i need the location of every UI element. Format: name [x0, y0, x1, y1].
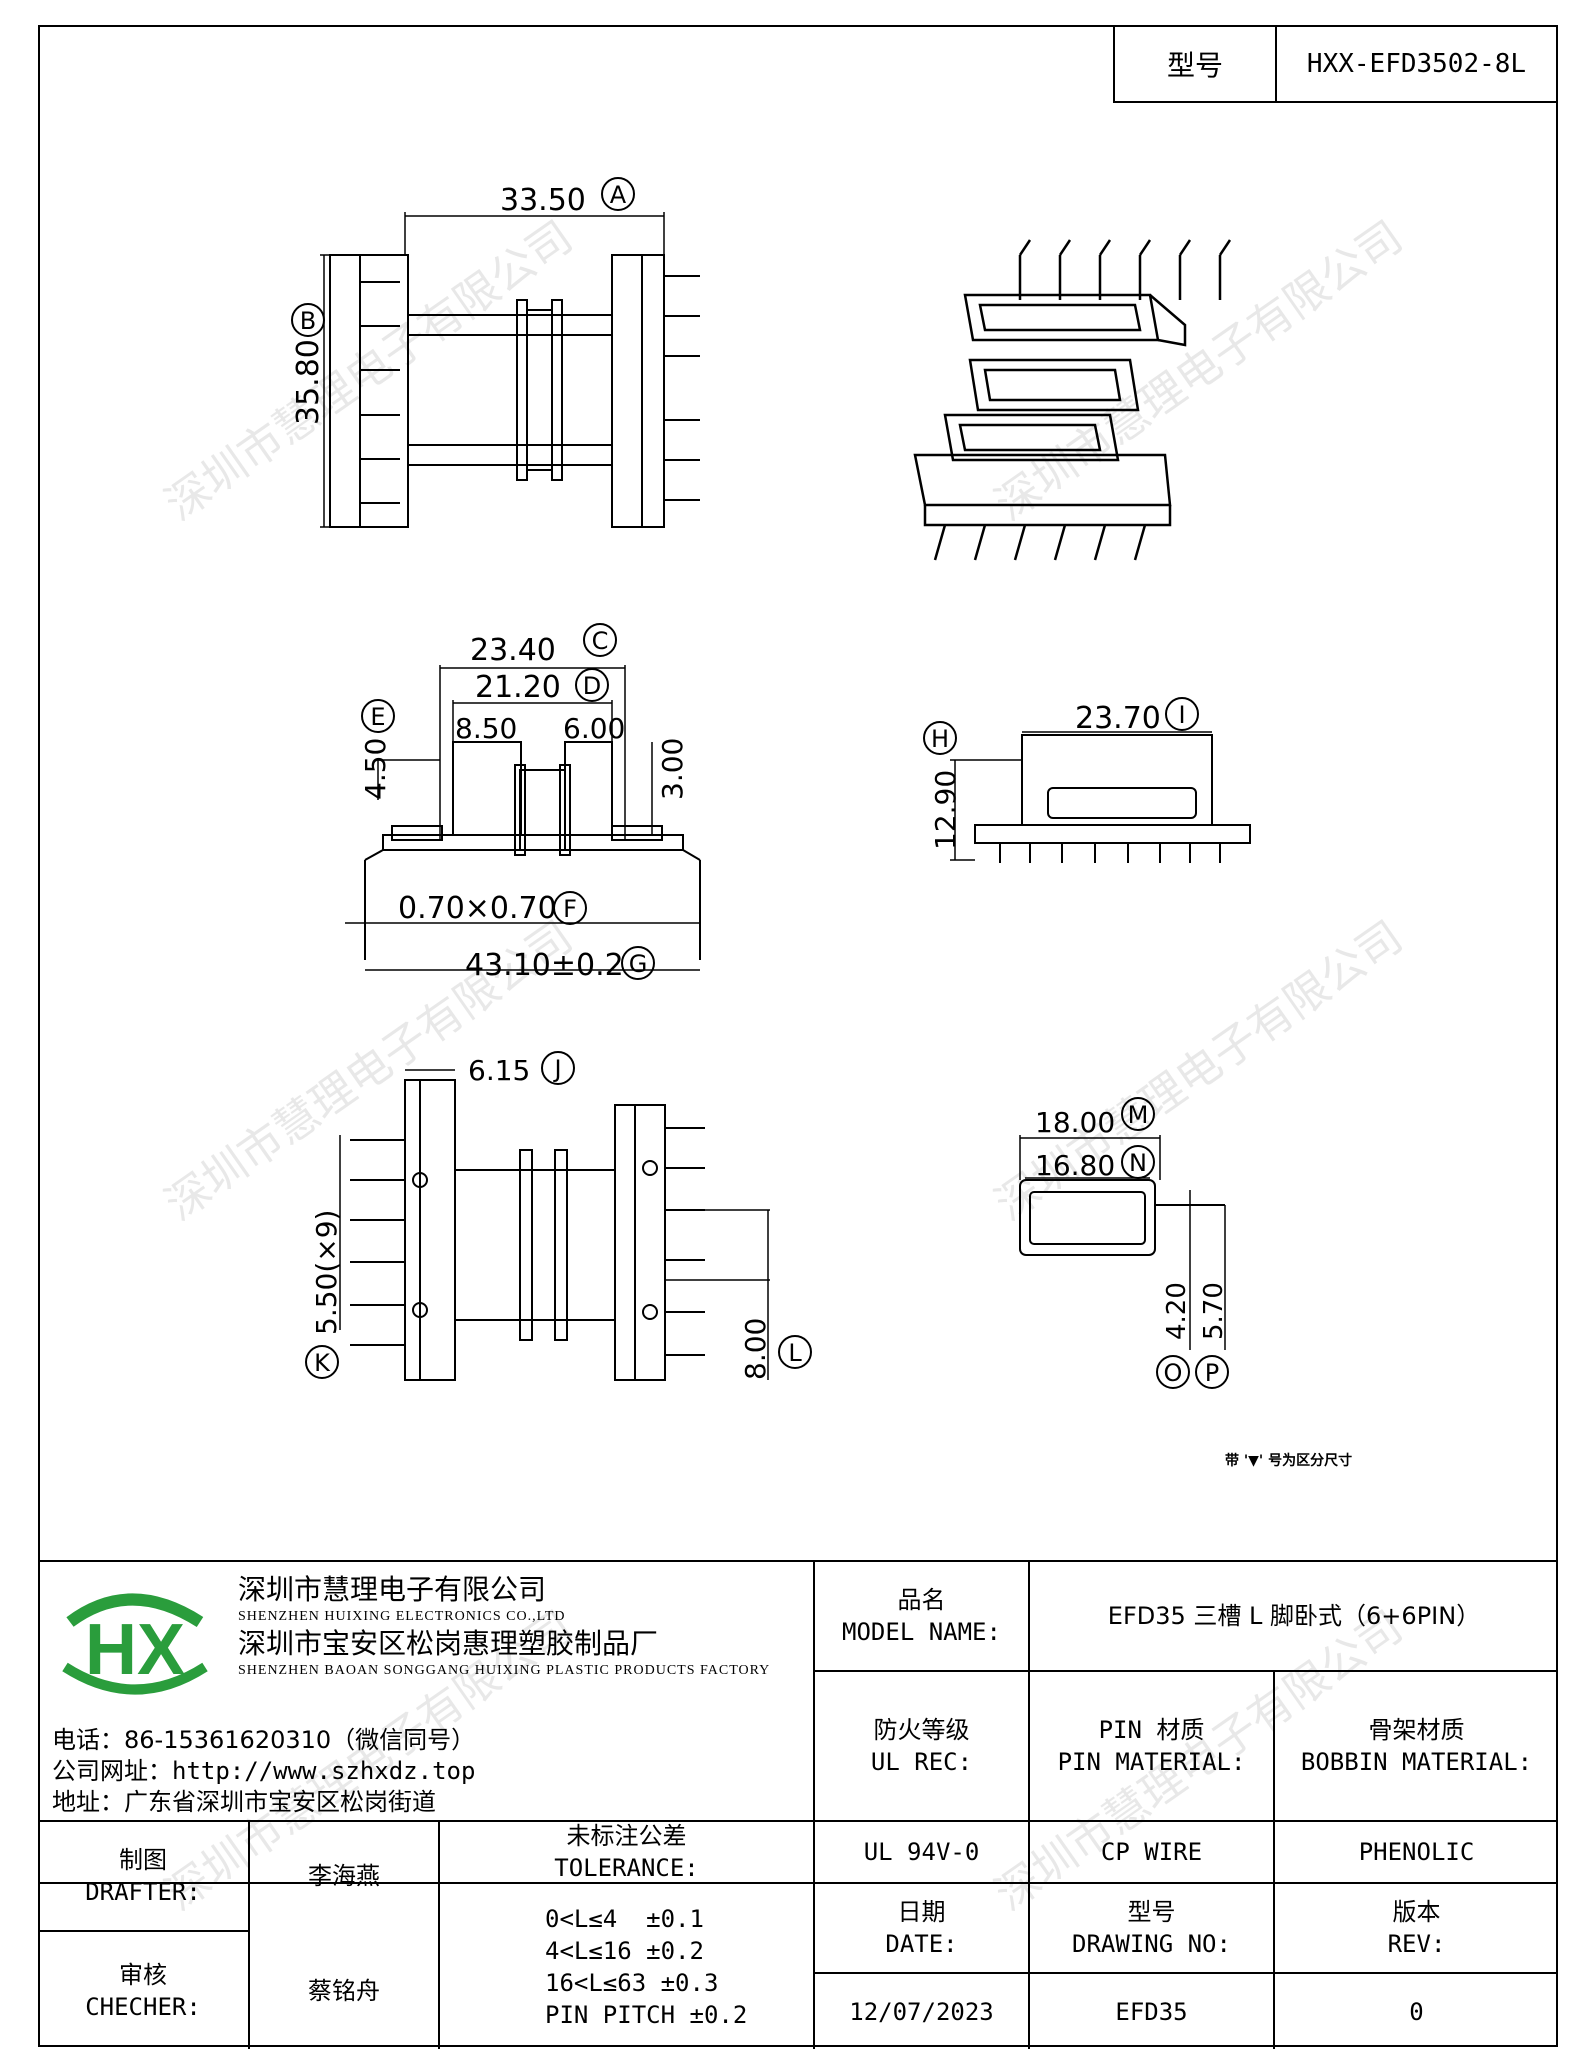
dim-M-value: 18.00	[1035, 1106, 1115, 1139]
dim-N-value: 16.80	[1035, 1149, 1115, 1182]
dim-d2-value: 6.00	[563, 712, 625, 745]
model-name-label: 品名 MODEL NAME:	[842, 1586, 1001, 1646]
model-name-value: EFD35 三槽 L 脚卧式（6+6PIN）	[1107, 1602, 1481, 1630]
company-name-1-en: SHENZHEN HUIXING ELECTRONICS CO.,LTD	[238, 1609, 566, 1624]
marker-B: B	[300, 307, 316, 335]
dim-F-value: 0.70×0.70	[398, 891, 557, 926]
bottom-view	[339, 1069, 770, 1381]
marker-G: G	[629, 950, 648, 978]
marker-L: L	[788, 1339, 802, 1367]
top-view	[320, 212, 700, 528]
marker-O: O	[1164, 1359, 1183, 1387]
marker-N: N	[1129, 1149, 1147, 1177]
website: 公司网址：http://www.szhxdz.top	[52, 1757, 476, 1785]
pin-detail-view	[1019, 1135, 1226, 1350]
marker-H: H	[931, 725, 949, 753]
marker-I: I	[1178, 701, 1185, 729]
company-name-2: 深圳市宝安区松岗惠理塑胶制品厂	[238, 1627, 659, 1660]
company-logo: HX	[62, 1593, 208, 1695]
marker-J: J	[552, 1055, 561, 1083]
checker-name: 蔡铭舟	[308, 1976, 380, 2005]
pins-left	[360, 281, 400, 504]
dim-I-value: 23.70	[1075, 701, 1161, 736]
dim-H-value: 12.90	[929, 770, 962, 850]
model-value: HXX-EFD3502-8L	[1306, 49, 1527, 79]
company-names: 深圳市慧理电子有限公司 SHENZHEN HUIXING ELECTRONICS…	[238, 1572, 770, 1680]
marker-M: M	[1128, 1101, 1149, 1129]
rev-value: 0	[1409, 1997, 1424, 2026]
drafter-name: 李海燕	[308, 1862, 380, 1890]
dim-P-value: 5.70	[1199, 1282, 1229, 1340]
marker-K: K	[314, 1349, 331, 1377]
dim-G-value: 43.10±0.2	[465, 948, 624, 983]
marker-A: A	[610, 181, 627, 209]
title-block: HX 深圳市慧理电子有限公司 SHENZHEN HUIXING ELECTRON…	[38, 1560, 1558, 2049]
contact-info: 电话：86-15361620310（微信同号） 公司网址：http://www.…	[52, 1725, 475, 1818]
dim-O-value: 4.20	[1162, 1282, 1192, 1340]
marker-F: F	[563, 895, 577, 923]
bobbin-material-value: PHENOLIC	[1358, 1838, 1475, 1866]
isometric-view	[913, 239, 1232, 561]
technical-drawing: 33.50 A B 35.80	[291, 177, 1251, 1389]
pin-material-value: CP WIRE	[1100, 1838, 1203, 1866]
marker-P: P	[1205, 1359, 1219, 1387]
front-view	[345, 665, 701, 971]
side-view	[950, 731, 1251, 863]
ul-value: UL 94V-0	[863, 1838, 980, 1866]
marker-D: D	[583, 672, 601, 700]
marker-E: E	[370, 703, 385, 731]
pins-right	[664, 275, 700, 501]
company-name-2-en: SHENZHEN BAOAN SONGGANG HUIXING PLASTIC …	[238, 1663, 771, 1678]
drawing-no-value: EFD35	[1115, 1997, 1188, 2026]
logo-text: HX	[85, 1610, 185, 1690]
dim-B-value: 35.80	[291, 339, 326, 425]
dim-d3-value: 3.00	[656, 738, 689, 800]
drawing-frame	[38, 25, 1558, 2047]
dim-A-value: 33.50	[500, 183, 586, 218]
tolerance-values: 0<L≤4 ±0.1 4<L≤16 ±0.2 16<L≤63 ±0.3 PIN …	[545, 1904, 748, 2029]
dimension-note: 带 '▼' 号为区分尺寸	[1225, 1453, 1353, 1469]
phone: 电话：86-15361620310（微信同号）	[52, 1726, 476, 1754]
dim-K-value: 5.50(×9)	[310, 1210, 343, 1335]
model-label: 型号	[1115, 27, 1277, 101]
dim-L-value: 8.00	[739, 1318, 772, 1380]
dim-D-value: 21.20	[475, 670, 561, 705]
date-value: 12/07/2023	[849, 1997, 994, 2026]
marker-C: C	[592, 627, 609, 655]
dim-E-value: 4.50	[359, 738, 392, 800]
dim-d1-value: 8.50	[455, 712, 517, 745]
address: 地址：广东省深圳市宝安区松岗街道	[52, 1788, 436, 1816]
dim-C-value: 23.40	[470, 633, 556, 668]
company-name-1: 深圳市慧理电子有限公司	[238, 1573, 547, 1606]
dim-J-value: 6.15	[468, 1054, 530, 1087]
model-header: 型号 HXX-EFD3502-8L	[1113, 25, 1558, 103]
